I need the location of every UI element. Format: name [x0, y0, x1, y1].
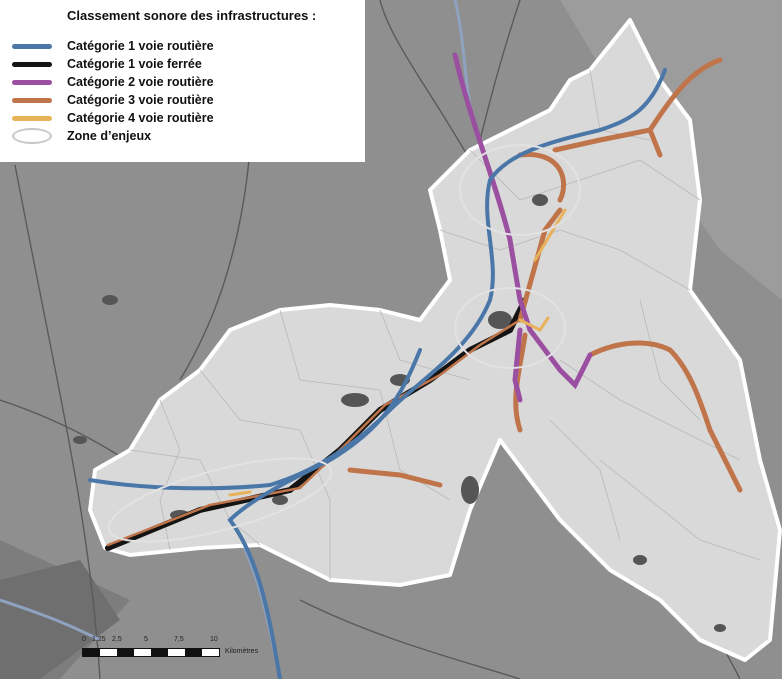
legend-swatch	[12, 61, 52, 67]
scale-tick: 7,5	[174, 636, 184, 643]
legend-item-cat4-road: Catégorie 4 voie routière	[12, 109, 365, 127]
zones-d-enjeux	[107, 144, 581, 543]
legend-item-cat1-road: Catégorie 1 voie routière	[12, 37, 365, 55]
legend-item-cat3-road: Catégorie 3 voie routière	[12, 91, 365, 109]
scale-tick: 2,5	[112, 636, 122, 643]
legend-label: Catégorie 4 voie routière	[67, 111, 214, 125]
legend-item-cat2-road: Catégorie 2 voie routière	[12, 73, 365, 91]
scale-ticks: 0 1,25 2,5 5 7,5 10	[82, 636, 232, 646]
scale-tick: 0	[82, 636, 86, 643]
legend-swatch	[12, 115, 52, 121]
legend-ring-icon	[12, 128, 52, 144]
scale-graduation	[82, 648, 220, 657]
legend-swatch	[12, 97, 52, 103]
legend-label: Catégorie 2 voie routière	[67, 75, 214, 89]
roads-category-1	[88, 68, 667, 679]
city-core	[0, 560, 120, 679]
legend-label: Catégorie 1 voie ferrée	[67, 57, 202, 71]
legend-label: Catégorie 3 voie routière	[67, 93, 214, 107]
scale-unit: Kilomètres	[225, 648, 259, 655]
scale-tick: 10	[210, 636, 218, 643]
legend-title: Classement sonore des infrastructures :	[67, 8, 317, 23]
scale-tick: 5	[144, 636, 148, 643]
legend-swatch	[12, 79, 52, 85]
legend-swatch	[12, 43, 52, 49]
legend-label: Zone d’enjeux	[67, 129, 152, 143]
road-category-3-main	[106, 318, 522, 547]
urban-areas	[73, 194, 726, 632]
legend: Classement sonore des infrastructures : …	[0, 0, 365, 162]
scale-tick: 1,25	[92, 636, 106, 643]
scale-bar: 0 1,25 2,5 5 7,5 10 Kilomètres	[82, 636, 262, 666]
legend-label: Catégorie 1 voie routière	[67, 39, 214, 53]
roads-category-2	[452, 52, 593, 403]
legend-item-zone-enjeux: Zone d’enjeux	[12, 127, 365, 145]
roads-category-4	[228, 208, 567, 497]
legend-item-cat1-rail: Catégorie 1 voie ferrée	[12, 55, 365, 73]
territory-shape	[88, 18, 782, 662]
